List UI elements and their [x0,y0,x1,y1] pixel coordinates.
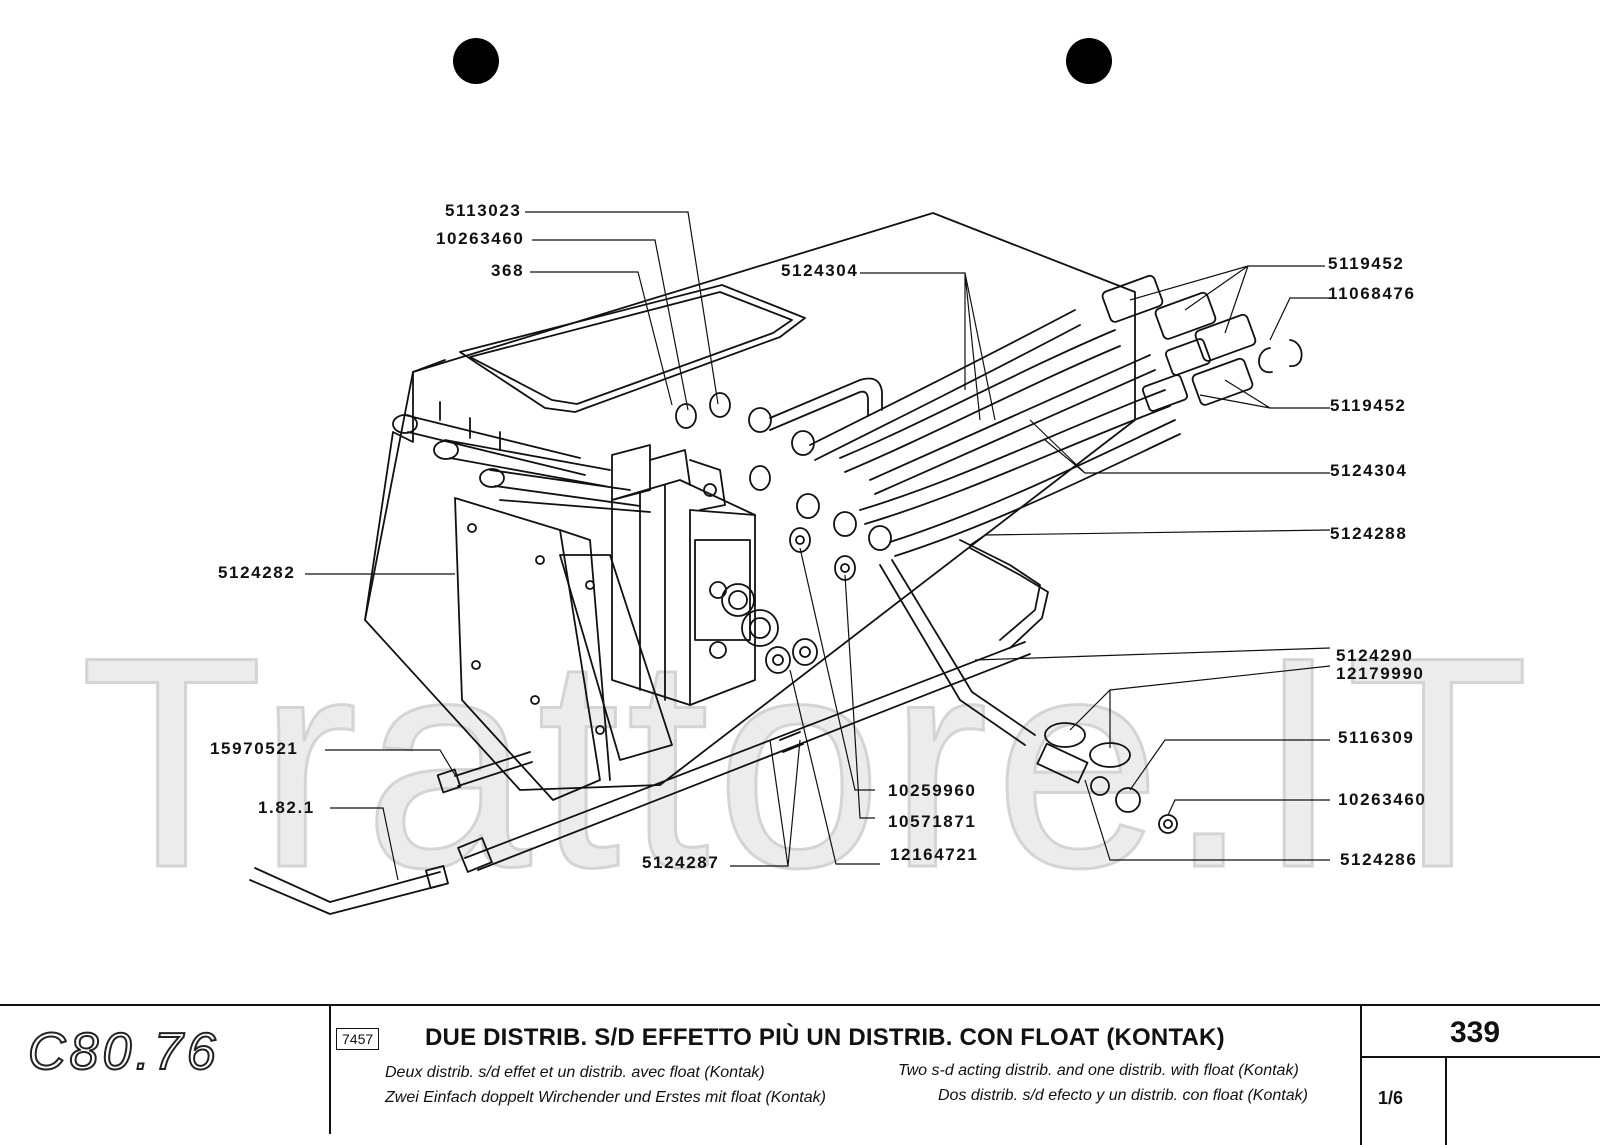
binder-hole-left [453,38,499,84]
part-label-10263460-right: 10263460 [1338,790,1427,809]
footer-top-rule [0,1004,1600,1006]
part-label-368: 368 [491,261,525,280]
part-label-10263460: 10263460 [436,229,525,248]
part-label-12164721: 12164721 [890,845,979,864]
spring-clip [1258,339,1303,373]
part-label-5113023: 5113023 [445,201,522,220]
lower-hose [879,559,1036,746]
footer-divider-left [329,1004,331,1134]
part-label-10571871: 10571871 [888,812,977,831]
catalog-code: 7457 [336,1028,380,1050]
valve-bank [611,479,756,706]
control-levers [404,414,651,513]
part-label-5124287: 5124287 [642,853,720,872]
watermark: Trattore.IT [78,594,1536,930]
part-label-5124304-top: 5124304 [781,261,859,280]
page-number: 339 [1450,1016,1501,1049]
housing-front-panel [364,371,414,621]
leader-lines [305,211,1331,881]
footer-divider-sheet [1445,1056,1447,1145]
part-label-5124304-right: 5124304 [1330,461,1408,480]
subtitle-en: Two s-d acting distrib. and one distrib.… [898,1062,1299,1079]
quick-couplers [1101,274,1257,412]
drain-tube [249,867,443,915]
hydraulic-hoses [809,309,1181,557]
subtitle-es: Dos distrib. s/d efecto y un distrib. co… [938,1087,1308,1104]
footer-divider-right [1360,1004,1362,1145]
model-logo: C80.76 [27,1022,220,1082]
part-label-12179990: 12179990 [1336,664,1425,683]
sheet-number: 1/6 [1378,1088,1404,1108]
part-label-1.82.1: 1.82.1 [258,798,315,817]
part-label-5124286: 5124286 [1340,850,1418,869]
part-label-11068476: 11068476 [1328,284,1416,303]
part-label-5116309: 5116309 [1338,728,1415,747]
return-pipe [464,641,1031,871]
part-label-5124288: 5124288 [1330,524,1408,543]
page-title: DUE DISTRIB. S/D EFFETTO PIÙ UN DISTRIB.… [425,1024,1225,1051]
binder-hole-right [1066,38,1112,84]
bolt [454,751,533,787]
part-label-5119452-top: 5119452 [1328,254,1405,273]
part-label-5124290: 5124290 [1336,646,1414,665]
subtitle-fr: Deux distrib. s/d effet et un distrib. a… [385,1064,765,1081]
mounting-plate [454,497,601,801]
part-label-10259960: 10259960 [888,781,977,800]
part-label-15970521: 15970521 [210,739,299,758]
housing-outline [364,212,1136,791]
part-label-5119452-bottom: 5119452 [1330,396,1407,415]
footer-page-rule [1360,1056,1600,1058]
tray [459,284,806,413]
subtitle-de: Zwei Einfach doppelt Wirchender und Erst… [385,1089,826,1106]
part-label-5124282: 5124282 [218,563,296,582]
